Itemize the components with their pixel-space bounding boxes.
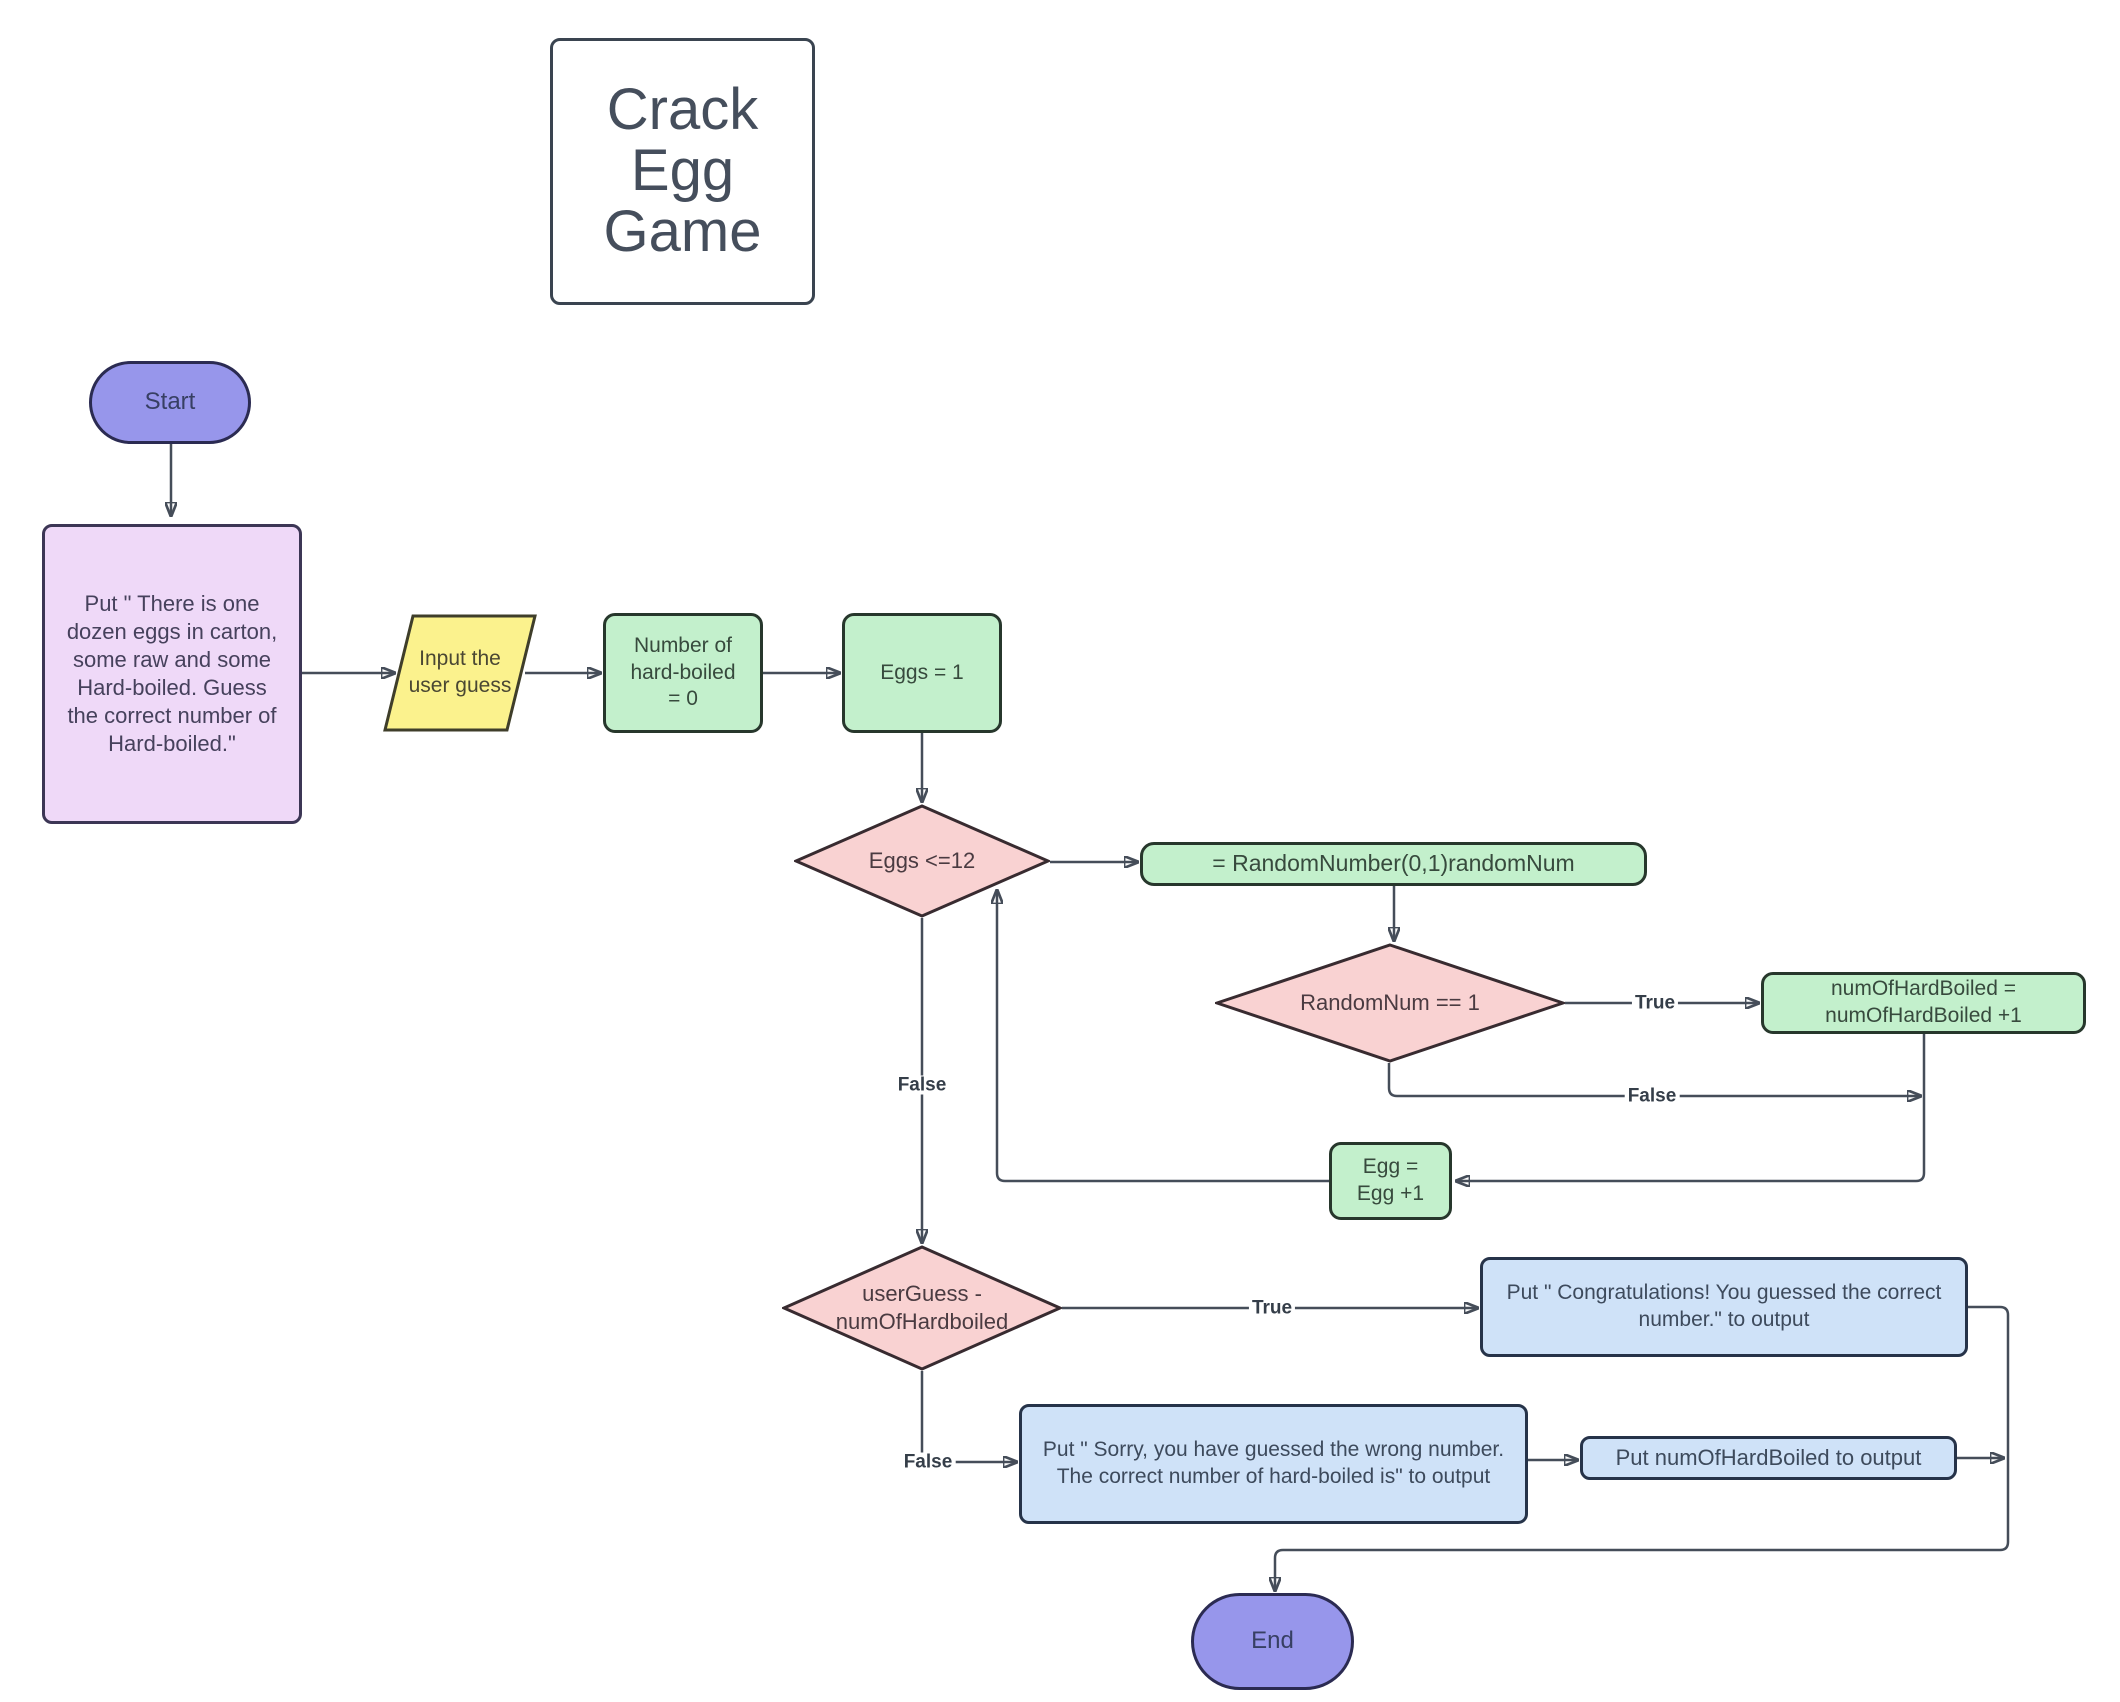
end-terminator: End	[1191, 1593, 1354, 1690]
init-hard-boiled-process: Number of hard-boiled = 0	[603, 613, 763, 733]
eggs-loop-decision: Eggs <=12	[794, 804, 1050, 918]
edge-random-cond-false	[1387, 1063, 1921, 1096]
guess-decision-label: userGuess - numOfHardboiled	[835, 1280, 1009, 1334]
random-decision: RandomNum == 1	[1215, 943, 1565, 1063]
diagram-title: Crack Egg Game	[603, 77, 762, 264]
guess-decision: userGuess - numOfHardboiled	[782, 1245, 1062, 1371]
eggs-loop-label: Eggs <=12	[868, 847, 976, 873]
edge-guess-cond-false	[920, 1371, 1017, 1462]
congrats-output-process: Put " Congratulations! You guessed the c…	[1480, 1257, 1968, 1357]
intro-message-process: Put " There is one dozen eggs in carton,…	[42, 524, 302, 824]
start-terminator: Start	[89, 361, 251, 444]
increment-egg-process: Egg = Egg +1	[1329, 1142, 1452, 1220]
increment-egg-label: Egg = Egg +1	[1356, 1155, 1425, 1205]
random-decision-label: RandomNum == 1	[1300, 989, 1480, 1015]
edge-increment-egg-loop-back	[997, 890, 1329, 1183]
edge-label-random-false: False	[1624, 1086, 1680, 1106]
diagram-title-box: Crack Egg Game	[550, 38, 815, 305]
random-assign-process: = RandomNumber(0,1)randomNum	[1140, 842, 1647, 886]
edge-congrats-to-end	[1275, 1305, 2010, 1591]
random-assign-label: = RandomNumber(0,1)randomNum	[1212, 850, 1575, 877]
parallelogram-shape	[383, 614, 537, 732]
congrats-output-label: Put " Congratulations! You guessed the c…	[1506, 1281, 1942, 1331]
sorry-output-process: Put " Sorry, you have guessed the wrong …	[1019, 1404, 1528, 1524]
num-output-process: Put numOfHardBoiled to output	[1580, 1436, 1957, 1480]
start-label: Start	[144, 388, 196, 416]
input-guess-label: Input the user guess	[408, 647, 512, 697]
edge-label-random-true: True	[1631, 993, 1679, 1013]
intro-message-label: Put " There is one dozen eggs in carton,…	[66, 590, 278, 757]
end-label: End	[1251, 1627, 1294, 1655]
edge-increment-hard-boiled-to-increment-egg	[1456, 1034, 1926, 1181]
init-eggs-process: Eggs = 1	[842, 613, 1002, 733]
init-eggs-label: Eggs = 1	[880, 660, 964, 684]
edge-label-guess-false: False	[900, 1452, 956, 1472]
input-guess-io: Input the user guess	[383, 614, 537, 732]
num-output-label: Put numOfHardBoiled to output	[1615, 1444, 1922, 1470]
increment-hard-boiled-process: numOfHardBoiled = numOfHardBoiled +1	[1761, 972, 2086, 1034]
increment-hard-boiled-label: numOfHardBoiled = numOfHardBoiled +1	[1825, 977, 2022, 1027]
edge-label-eggs-false: False	[894, 1075, 950, 1095]
edge-label-guess-true: True	[1248, 1298, 1296, 1318]
diamond-shape	[782, 1245, 1062, 1371]
diamond-shape	[794, 804, 1050, 918]
sorry-output-label: Put " Sorry, you have guessed the wrong …	[1042, 1438, 1505, 1488]
init-hard-boiled-label: Number of hard-boiled = 0	[630, 633, 736, 711]
diamond-shape	[1215, 943, 1565, 1063]
